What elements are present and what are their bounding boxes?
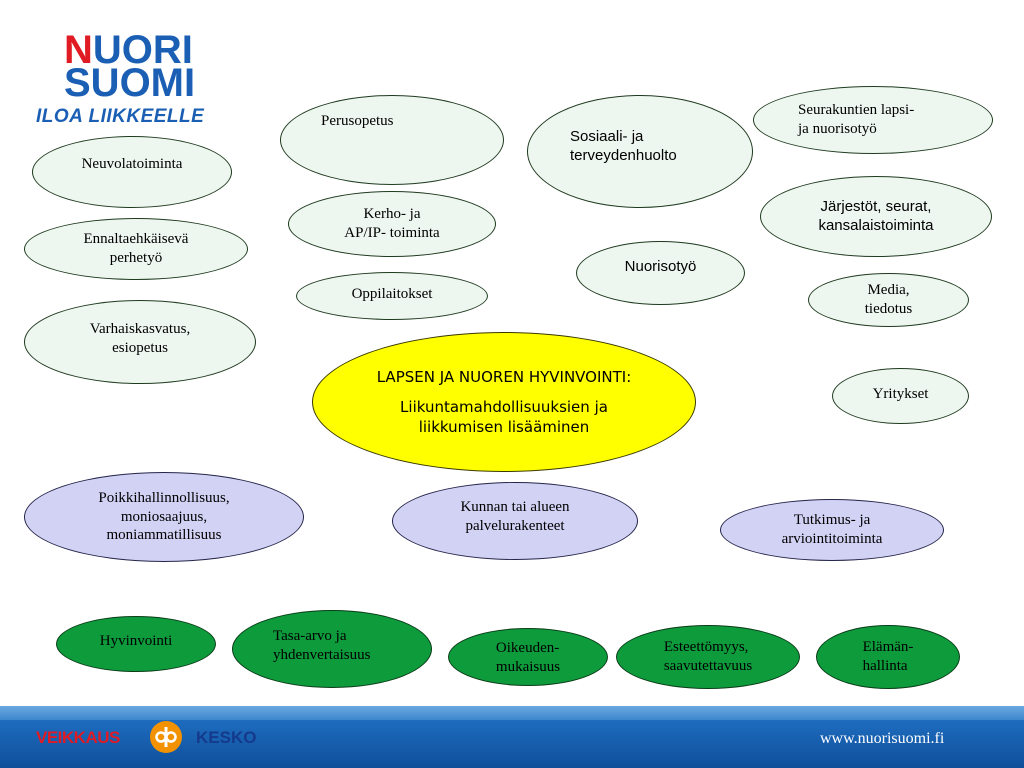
node-label-line: yhdenvertaisuus xyxy=(273,646,371,663)
node-label-line: Kerho- ja xyxy=(363,206,421,223)
node-label-line: Kunnan tai alueen xyxy=(460,499,570,516)
kesko-logo: KESKO xyxy=(196,728,257,747)
node-label-line: Yritykset xyxy=(872,385,929,402)
node-varhaiskasvatus-esiopetus: Varhaiskasvatus, esiopetus xyxy=(24,300,256,384)
node-label-line: Nuorisotyö xyxy=(624,257,697,275)
center-title: LAPSEN JA NUOREN HYVINVOINTI: xyxy=(376,367,632,386)
node-label-line: Neuvolatoiminta xyxy=(81,156,183,172)
node-label-line: terveydenhuolto xyxy=(570,146,677,164)
node-label-line: ja nuorisotyö xyxy=(798,121,877,137)
node-label-line: Elämän- xyxy=(862,639,914,656)
node-label-line: Esteettömyys, xyxy=(663,639,749,656)
sponsor-emblem-icon xyxy=(150,721,182,753)
node-kerho-toiminta: Kerho- ja AP/IP- toiminta xyxy=(288,191,496,257)
node-label-line: hallinta xyxy=(862,658,908,674)
nuori-suomi-logo: NUORI SUOMI ILOA LIIKKEELLE xyxy=(36,30,236,130)
node-sosiaali-terveydenhuolto: Sosiaali- ja terveydenhuolto xyxy=(527,95,753,208)
node-label-line: Seurakuntien lapsi- xyxy=(798,102,915,119)
node-label-line: arviointitoiminta xyxy=(781,531,883,547)
node-oikeudenmukaisuus: Oikeuden- mukaisuus xyxy=(448,628,608,686)
node-elamanhallinta: Elämän- hallinta xyxy=(816,625,960,689)
logo-line-1: NUORI xyxy=(64,30,193,70)
node-esteettomyys: Esteettömyys, saavutettavuus xyxy=(616,625,800,689)
node-label-line: Tutkimus- ja xyxy=(793,512,871,529)
center-subtitle: Liikuntamahdollisuuksien ja liikkumisen … xyxy=(400,397,608,437)
node-label-line: Varhaiskasvatus, xyxy=(89,321,191,338)
logo-letter-n: N xyxy=(64,28,93,72)
node-label-line: Ennaltaehkäisevä xyxy=(83,231,189,248)
node-media-tiedotus: Media, tiedotus xyxy=(808,273,969,327)
website-url[interactable]: www.nuorisuomi.fi xyxy=(820,730,945,747)
node-tasa-arvo: Tasa-arvo ja yhdenvertaisuus xyxy=(232,610,432,688)
node-label-line: kansalaistoiminta xyxy=(818,216,934,234)
node-label-line: Media, xyxy=(867,282,910,299)
logo-word-uori: UORI xyxy=(92,28,193,72)
veikkaus-logo: VEIKKAUS xyxy=(36,728,120,747)
node-label-line: Poikkihallinnollisuus, xyxy=(98,489,230,506)
node-hyvinvointi: Hyvinvointi xyxy=(56,616,216,672)
node-label-line: perhetyö xyxy=(109,250,163,266)
logo-tagline: ILOA LIIKKEELLE xyxy=(36,106,205,127)
sponsor-emblem-graphic xyxy=(151,722,181,752)
node-label-line: Sosiaali- ja xyxy=(570,127,644,145)
node-label-line: Järjestöt, seurat, xyxy=(820,197,932,215)
node-kunnan-palvelurakenteet: Kunnan tai alueen palvelurakenteet xyxy=(392,482,638,560)
footer-bar: VEIKKAUS KESKO www.nuorisuomi.fi xyxy=(0,706,1024,768)
node-label-line: tiedotus xyxy=(864,301,913,317)
node-label-line: AP/IP- toiminta xyxy=(344,225,440,241)
node-label-line: Tasa-arvo ja xyxy=(273,628,347,644)
node-seurakuntien-nuorisotyo: Seurakuntien lapsi- ja nuorisotyö xyxy=(753,86,993,154)
node-poikkihallinnollisuus: Poikkihallinnollisuus, moniosaajuus, mon… xyxy=(24,472,304,562)
node-yritykset: Yritykset xyxy=(832,368,969,424)
node-label-line: Hyvinvointi xyxy=(99,632,173,649)
node-oppilaitokset: Oppilaitokset xyxy=(296,272,488,320)
node-nuorisotyo: Nuorisotyö xyxy=(576,241,745,305)
node-label-line: esiopetus xyxy=(112,340,168,356)
node-neuvolatoiminta: Neuvolatoiminta xyxy=(32,136,232,208)
node-label-line: palvelurakenteet xyxy=(465,518,565,534)
node-jarjestot-seurat: Järjestöt, seurat, kansalaistoiminta xyxy=(760,176,992,257)
center-wellbeing-node: LAPSEN JA NUOREN HYVINVOINTI: Liikuntama… xyxy=(312,332,696,472)
node-label-line: Oppilaitokset xyxy=(351,285,433,302)
node-label-line: saavutettavuus xyxy=(663,658,753,674)
node-perusopetus: Perusopetus xyxy=(280,95,504,185)
logo-line-2: SUOMI xyxy=(64,61,196,105)
node-tutkimus-arviointi: Tutkimus- ja arviointitoiminta xyxy=(720,499,944,561)
node-label-line: Oikeuden- xyxy=(495,640,560,657)
node-ennaltaehkaiseva-perhetyo: Ennaltaehkäisevä perhetyö xyxy=(24,218,248,280)
node-label-line: moniosaajuus, xyxy=(120,508,208,525)
node-label-line: mukaisuus xyxy=(495,659,561,675)
node-label-line: Perusopetus xyxy=(321,113,394,129)
node-label-line: moniammatillisuus xyxy=(106,527,222,544)
